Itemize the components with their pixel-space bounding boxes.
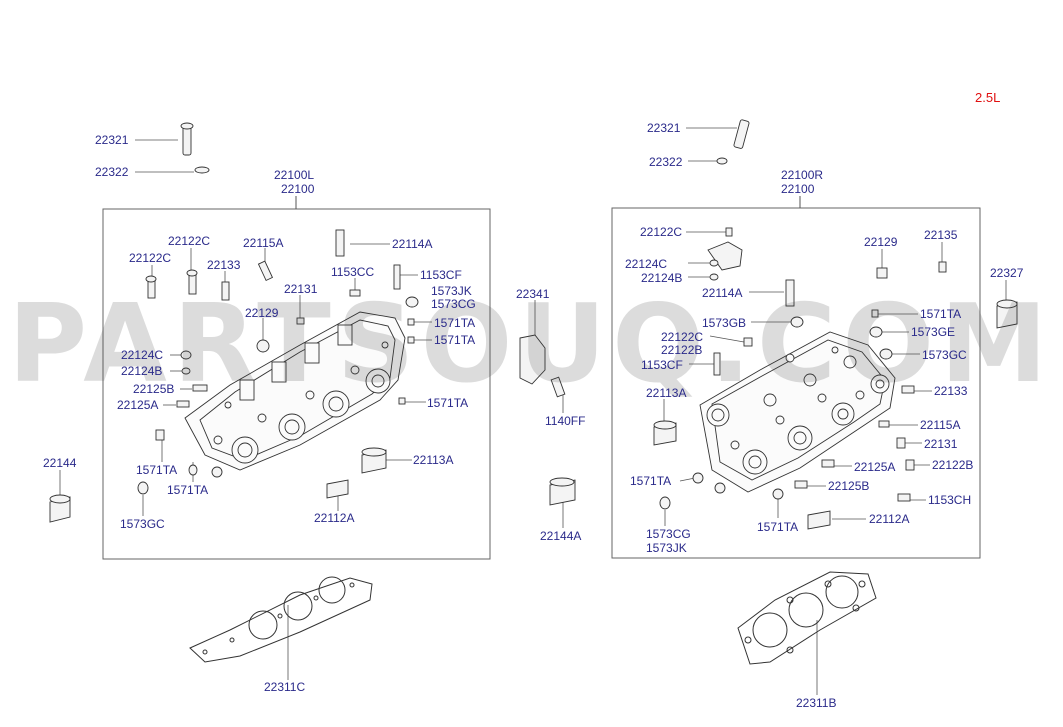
part-label[interactable]: 1571TA <box>434 316 476 330</box>
part-label[interactable]: 22124B <box>121 364 163 378</box>
part-label[interactable]: 22112A <box>314 511 355 525</box>
part-label[interactable]: 1140FF <box>545 414 586 428</box>
part-label[interactable]: 22327 <box>990 266 1024 280</box>
part-label[interactable]: 22100L <box>274 168 315 182</box>
part-label[interactable]: 22322 <box>649 155 683 169</box>
engine-label: 2.5L <box>975 90 1001 105</box>
part-label[interactable]: 1571TA <box>434 333 476 347</box>
part-label[interactable]: 22144A <box>540 529 582 543</box>
part-label[interactable]: 22125A <box>117 398 159 412</box>
part-label[interactable]: 22311C <box>264 680 306 694</box>
part-label[interactable]: 1571TA <box>427 396 469 410</box>
part-label[interactable]: 22122B <box>932 458 974 472</box>
part-label[interactable]: 1153CC <box>331 265 375 279</box>
part-label[interactable]: 22113A <box>646 386 687 400</box>
part-label[interactable]: 1573GB <box>702 316 747 330</box>
part-label[interactable]: 22322 <box>95 165 129 179</box>
part-label[interactable]: 22131 <box>924 437 958 451</box>
part-label[interactable]: 22122C <box>129 251 172 265</box>
left-small-parts <box>49 122 419 523</box>
part-label[interactable]: 1571TA <box>136 463 178 477</box>
part-label[interactable]: 22124C <box>625 257 668 271</box>
right-cylinder-head <box>699 331 896 493</box>
part-label[interactable]: 1571TA <box>630 474 672 488</box>
part-label[interactable]: 1153CF <box>641 358 683 372</box>
part-label[interactable]: 22125A <box>854 460 896 474</box>
part-label[interactable]: 22125B <box>828 479 870 493</box>
part-label[interactable]: 22341 <box>516 287 550 301</box>
part-label[interactable]: 22122B <box>661 343 703 357</box>
part-label[interactable]: 22100R <box>781 168 824 182</box>
part-label[interactable]: 1573GC <box>922 348 967 362</box>
part-label[interactable]: 22321 <box>647 121 681 135</box>
part-label[interactable]: 22115A <box>243 236 284 250</box>
part-label[interactable]: 1573CG <box>431 297 476 311</box>
part-label[interactable]: 22113A <box>413 453 454 467</box>
part-label[interactable]: 22125B <box>133 382 175 396</box>
right-head-gasket <box>737 571 877 665</box>
part-label[interactable]: 1573JK <box>646 541 687 555</box>
part-label[interactable]: 1573GE <box>911 325 956 339</box>
part-label[interactable]: 22122C <box>640 225 683 239</box>
part-label[interactable]: 22133 <box>934 384 968 398</box>
part-label[interactable]: 22112A <box>869 512 910 526</box>
part-label[interactable]: 22129 <box>864 235 898 249</box>
part-label[interactable]: 22131 <box>284 282 318 296</box>
part-label[interactable]: 22321 <box>95 133 129 147</box>
right-small-parts <box>519 119 1018 530</box>
part-label[interactable]: 22122C <box>661 330 704 344</box>
right-group-frame <box>611 207 981 559</box>
part-label[interactable]: 1153CF <box>420 268 462 282</box>
part-label[interactable]: 22124C <box>121 348 164 362</box>
part-label[interactable]: 22114A <box>392 237 433 251</box>
part-label[interactable]: 1573GC <box>120 517 165 531</box>
part-label[interactable]: 22115A <box>920 418 961 432</box>
part-label[interactable]: 22129 <box>245 306 279 320</box>
part-label[interactable]: 22122C <box>168 234 211 248</box>
part-label[interactable]: 22100 <box>281 182 315 196</box>
part-label[interactable]: 22144 <box>43 456 77 470</box>
part-label[interactable]: 1571TA <box>757 520 799 534</box>
part-label[interactable]: 1153CH <box>928 493 972 507</box>
part-label[interactable]: 22133 <box>207 258 241 272</box>
left-cylinder-head <box>184 311 406 471</box>
part-label[interactable]: 22124B <box>641 271 683 285</box>
part-label[interactable]: 1573CG <box>646 527 691 541</box>
part-label[interactable]: 1573JK <box>431 284 472 298</box>
part-label[interactable]: 22100 <box>781 182 815 196</box>
left-head-gasket <box>189 576 373 663</box>
part-label[interactable]: 22311B <box>796 696 837 710</box>
part-label[interactable]: 22114A <box>702 286 743 300</box>
part-label[interactable]: 22135 <box>924 228 958 242</box>
part-label[interactable]: 1571TA <box>167 483 209 497</box>
part-label[interactable]: 1571TA <box>920 307 962 321</box>
